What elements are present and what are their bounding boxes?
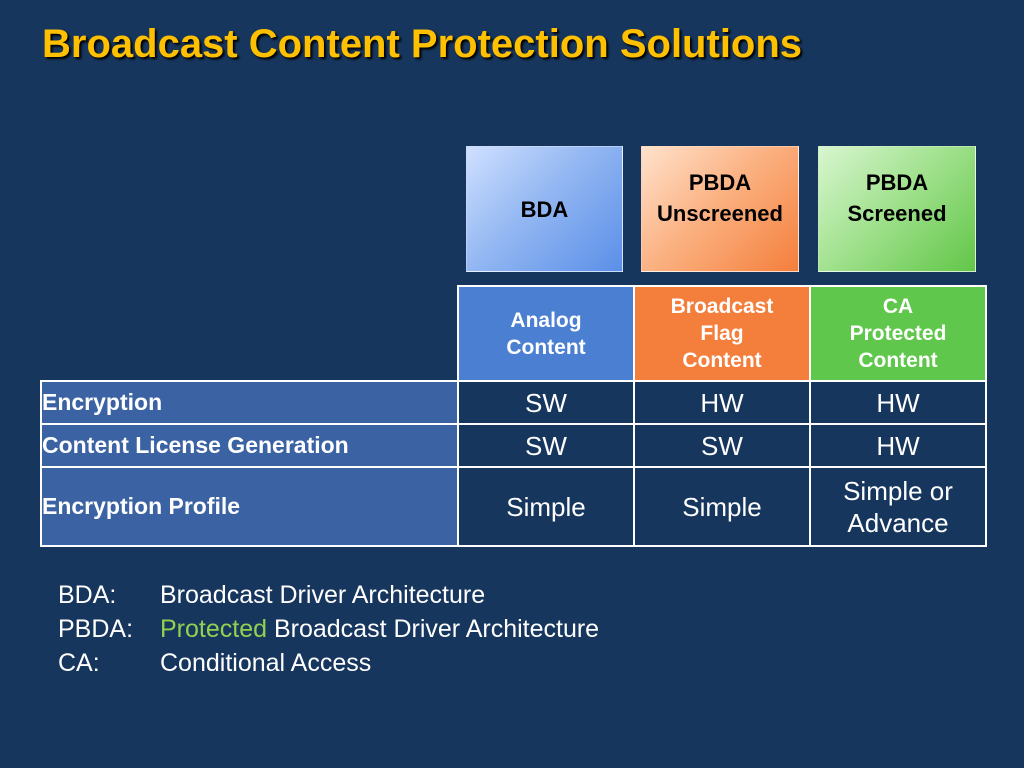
cell-value: HW <box>876 430 920 461</box>
column-header-ca-protected: CA Protected Content <box>809 285 987 382</box>
column-header-broadcast-flag: Broadcast Flag Content <box>633 285 811 382</box>
legend-text: Broadcast Driver Architecture <box>267 615 600 643</box>
table-cell: HW <box>809 423 987 468</box>
column-header-label: Analog Content <box>506 308 586 359</box>
legend-key: BDA: <box>58 581 117 609</box>
legend-item-bda: BDA: Broadcast Driver Architecture <box>58 578 599 612</box>
table-header-row: Analog Content Broadcast Flag Content CA… <box>41 285 987 382</box>
table-cell: SW <box>457 423 635 468</box>
legend-key: CA: <box>58 649 100 677</box>
row-label-encryption: Encryption <box>40 380 459 425</box>
table-corner <box>41 286 458 381</box>
cell-value: SW <box>701 430 743 461</box>
legend-text: Conditional Access <box>160 649 372 677</box>
cell-value: SW <box>525 430 567 461</box>
cell-value: Simple <box>506 491 586 522</box>
legend-key: PBDA: <box>58 615 134 643</box>
column-header-analog: Analog Content <box>457 285 635 382</box>
table-cell: Simple <box>633 466 811 547</box>
row-label-content-license-generation: Content License Generation <box>40 423 459 468</box>
cell-value: Simple <box>682 491 762 522</box>
cell-value: HW <box>876 387 920 418</box>
bda-tile: BDA <box>466 146 623 272</box>
cell-value: Simple or Advance <box>843 475 953 538</box>
legend-item-pbda: PBDA: Protected Broadcast Driver Archite… <box>58 612 599 646</box>
pbda-screened-tile: PBDA Screened <box>818 146 976 272</box>
table-cell: HW <box>809 380 987 425</box>
cell-value: SW <box>525 387 567 418</box>
table-cell: HW <box>633 380 811 425</box>
acronym-legend: BDA: Broadcast Driver Architecture PBDA:… <box>58 578 599 680</box>
protection-table: Analog Content Broadcast Flag Content CA… <box>40 285 987 547</box>
table-cell: SW <box>457 380 635 425</box>
row-label-encryption-profile: Encryption Profile <box>40 466 459 547</box>
column-header-label: Broadcast Flag Content <box>670 295 774 372</box>
table-row: Encryption SW HW HW <box>40 380 987 425</box>
table-cell: Simple or Advance <box>809 466 987 547</box>
cell-value: HW <box>700 387 744 418</box>
table-row: Content License Generation SW SW HW <box>40 423 987 468</box>
legend-item-ca: CA: Conditional Access <box>58 646 599 680</box>
table-cell: Simple <box>457 466 635 547</box>
table-row: Encryption Profile Simple Simple Simple … <box>40 466 987 547</box>
bda-tile-label: BDA <box>520 196 569 222</box>
legend-highlight: Protected <box>160 615 268 643</box>
slide-title: Broadcast Content Protection Solutions <box>42 22 803 66</box>
table-cell: SW <box>633 423 811 468</box>
pbda-screened-tile-label: PBDA Screened <box>847 170 947 226</box>
pbda-unscreened-tile: PBDA Unscreened <box>641 146 799 272</box>
legend-text: Broadcast Driver Architecture <box>160 581 486 609</box>
pbda-unscreened-tile-label: PBDA Unscreened <box>657 170 783 226</box>
column-header-label: CA Protected Content <box>849 295 947 372</box>
